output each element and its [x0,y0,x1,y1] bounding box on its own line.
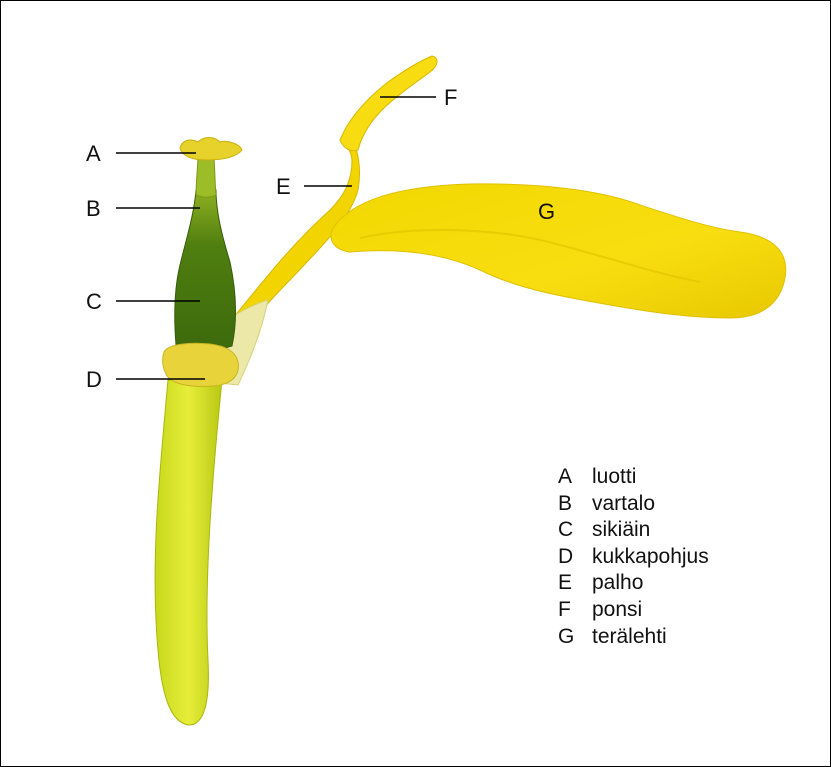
label-e: E [276,174,291,199]
anther-shape [340,56,437,151]
legend-text: sikiäin [592,517,650,544]
legend-letter: C [558,517,592,544]
label-g: G [538,199,555,224]
legend-text: vartalo [592,491,655,518]
stigma-shape [180,138,242,161]
legend-letter: B [558,491,592,518]
legend-letter: D [558,544,592,571]
label-c: C [86,289,102,314]
label-b: B [86,196,101,221]
legend-text: kukkapohjus [592,544,709,571]
label-f: F [444,85,457,110]
legend-text: terälehti [592,624,667,651]
receptacle-ring [163,343,239,386]
legend-text: palho [592,570,643,597]
legend-text: luotti [592,464,636,491]
petal-shape [331,184,786,318]
label-a: A [86,141,101,166]
ovary-shape [175,190,236,350]
stem-shape [155,380,222,725]
legend-letter: A [558,464,592,491]
label-d: D [86,367,102,392]
legend-letter: G [558,624,592,651]
legend-letter: F [558,597,592,624]
style-shape [196,158,216,197]
legend-letter: E [558,570,592,597]
legend-text: ponsi [592,597,642,624]
